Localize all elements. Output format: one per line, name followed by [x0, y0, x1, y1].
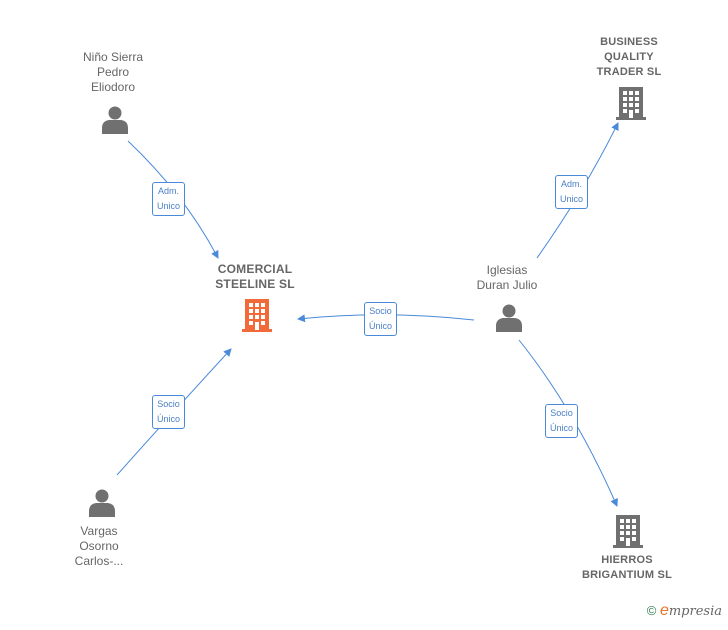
edge-badge-line: Socio: [157, 399, 180, 409]
person-icon-iglesias[interactable]: [496, 304, 522, 333]
edge-badge-line: Único: [550, 423, 574, 433]
building-icon-comercial[interactable]: [242, 299, 272, 332]
node-label-line: COMERCIAL: [217, 262, 293, 276]
node-label-line: BUSINESS: [600, 36, 658, 48]
edge-badge-line: Socio: [369, 306, 392, 316]
node-label-iglesias[interactable]: Iglesias Duran Julio: [457, 263, 557, 293]
node-label-line: Osorno: [79, 539, 119, 553]
person-icon-nino[interactable]: [102, 106, 128, 135]
node-label-line: Iglesias: [486, 263, 528, 277]
empresia-logo[interactable]: © empresia: [647, 602, 722, 620]
edge-badge-line: Unico: [560, 194, 584, 204]
node-label-comercial[interactable]: COMERCIAL STEELINE SL: [195, 262, 315, 292]
edge-badge-line: Único: [369, 321, 393, 331]
building-icon-hierros[interactable]: [613, 515, 643, 548]
edge-badge-iglesias-comercial: Socio Único: [364, 302, 398, 336]
node-label-nino[interactable]: Niño Sierra Pedro Eliodoro: [63, 50, 163, 95]
edge-badge-line: Único: [157, 414, 181, 424]
building-icon-business[interactable]: [616, 87, 646, 120]
node-label-business[interactable]: BUSINESS QUALITY TRADER SL: [574, 35, 684, 80]
person-icon-vargas[interactable]: [89, 489, 115, 518]
node-label-line: Niño Sierra: [82, 50, 144, 64]
node-label-line: Vargas: [80, 524, 118, 538]
edge-badge-line: Unico: [157, 201, 181, 211]
copyright-icon: ©: [646, 603, 657, 618]
node-label-vargas[interactable]: Vargas Osorno Carlos-...: [49, 524, 149, 569]
brand-initial: e: [659, 602, 669, 619]
brand-name: mpresia: [668, 604, 722, 619]
edge-badge-iglesias-business: Adm. Unico: [555, 175, 589, 209]
node-label-line: Eliodoro: [90, 80, 136, 94]
node-label-line: BRIGANTIUM SL: [582, 569, 672, 581]
node-label-line: TRADER SL: [596, 66, 662, 78]
node-label-line: Carlos-...: [74, 554, 124, 568]
edge-badge-line: Socio: [550, 408, 573, 418]
node-label-line: Pedro: [96, 65, 130, 79]
node-label-line: QUALITY: [604, 51, 654, 63]
node-label-line: HIERROS: [601, 554, 653, 566]
edge-badge-line: Adm.: [158, 186, 180, 196]
edge-badge-line: Adm.: [561, 179, 583, 189]
edge-badge-nino-comercial: Adm. Unico: [152, 182, 186, 216]
node-label-line: Duran Julio: [476, 278, 538, 292]
edge-badge-iglesias-hierros: Socio Único: [545, 404, 579, 438]
node-label-line: STEELINE SL: [215, 277, 295, 291]
edge-badge-vargas-comercial: Socio Único: [152, 395, 186, 429]
node-label-hierros[interactable]: HIERROS BRIGANTIUM SL: [567, 553, 687, 583]
